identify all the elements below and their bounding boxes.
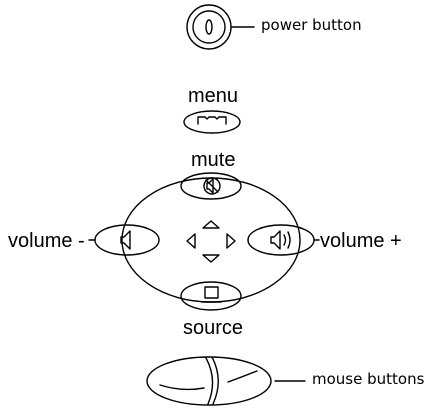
mute-button-label: mute xyxy=(191,149,236,171)
mouse-buttons[interactable] xyxy=(146,356,272,406)
volume-up-label: volume + xyxy=(320,230,402,252)
mouse-buttons-label: mouse buttons xyxy=(312,370,425,388)
arrow-right-icon[interactable] xyxy=(226,233,236,249)
volume-up-button[interactable] xyxy=(247,224,315,256)
menu-icon xyxy=(197,116,227,125)
volume-down-button[interactable] xyxy=(94,224,160,256)
arrow-left-icon[interactable] xyxy=(186,233,196,249)
power-button-label: power button xyxy=(261,16,362,34)
power-button[interactable] xyxy=(186,4,232,50)
menu-button-label: menu xyxy=(188,85,239,107)
source-button[interactable] xyxy=(180,281,242,311)
volume-down-label: volume - xyxy=(8,230,85,252)
dpad-outline xyxy=(121,177,301,303)
menu-button[interactable] xyxy=(183,110,241,134)
arrow-up-icon[interactable] xyxy=(202,220,220,229)
speaker-icon xyxy=(120,230,131,250)
source-button-label: source xyxy=(183,317,244,339)
speaker-loud-icon xyxy=(270,230,281,250)
mute-button[interactable] xyxy=(180,172,242,200)
mute-icon xyxy=(203,177,221,195)
arrow-down-icon[interactable] xyxy=(202,254,220,263)
monitor-icon xyxy=(204,286,219,299)
